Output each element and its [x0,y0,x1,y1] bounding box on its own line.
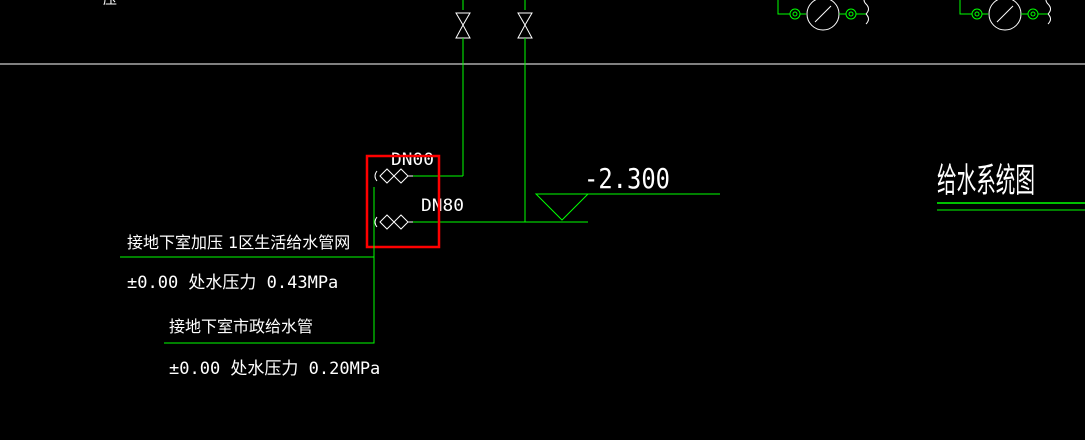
riser-left [455,0,471,176]
riser-right [517,0,533,222]
supply-2-pressure: ±0.00 处水压力 0.20MPa [169,359,380,379]
pipe-size-upper: DN00 [391,150,434,170]
pipe-size-lower: DN80 [421,196,464,216]
supply-1-pressure: ±0.00 处水压力 0.43MPa [127,273,338,293]
supply-pipe-2 [164,257,375,344]
gate-valve-icon [455,12,471,39]
supply-2-label: 接地下室市政给水管 [169,317,313,336]
top-left-fragment: 压 [103,0,117,8]
meter-valve-lower-icon [374,214,413,230]
pressure-gauge-assembly-2 [959,0,1051,31]
meter-valve-upper-icon [374,168,413,184]
highlight-box[interactable] [365,154,441,249]
drawing-title: 给水系统图 [937,161,1035,201]
pressure-gauge-icon [806,0,840,31]
pressure-gauge-icon [988,0,1022,31]
elevation-marker: -2.300 [534,162,720,221]
elevation-label: -2.300 [584,162,670,195]
supply-1-label: 接地下室加压 1区生活给水管网 [127,233,350,252]
pressure-gauge-assembly-1 [777,0,869,31]
elevation-triangle-icon [534,193,590,221]
gate-valve-icon [517,12,533,39]
